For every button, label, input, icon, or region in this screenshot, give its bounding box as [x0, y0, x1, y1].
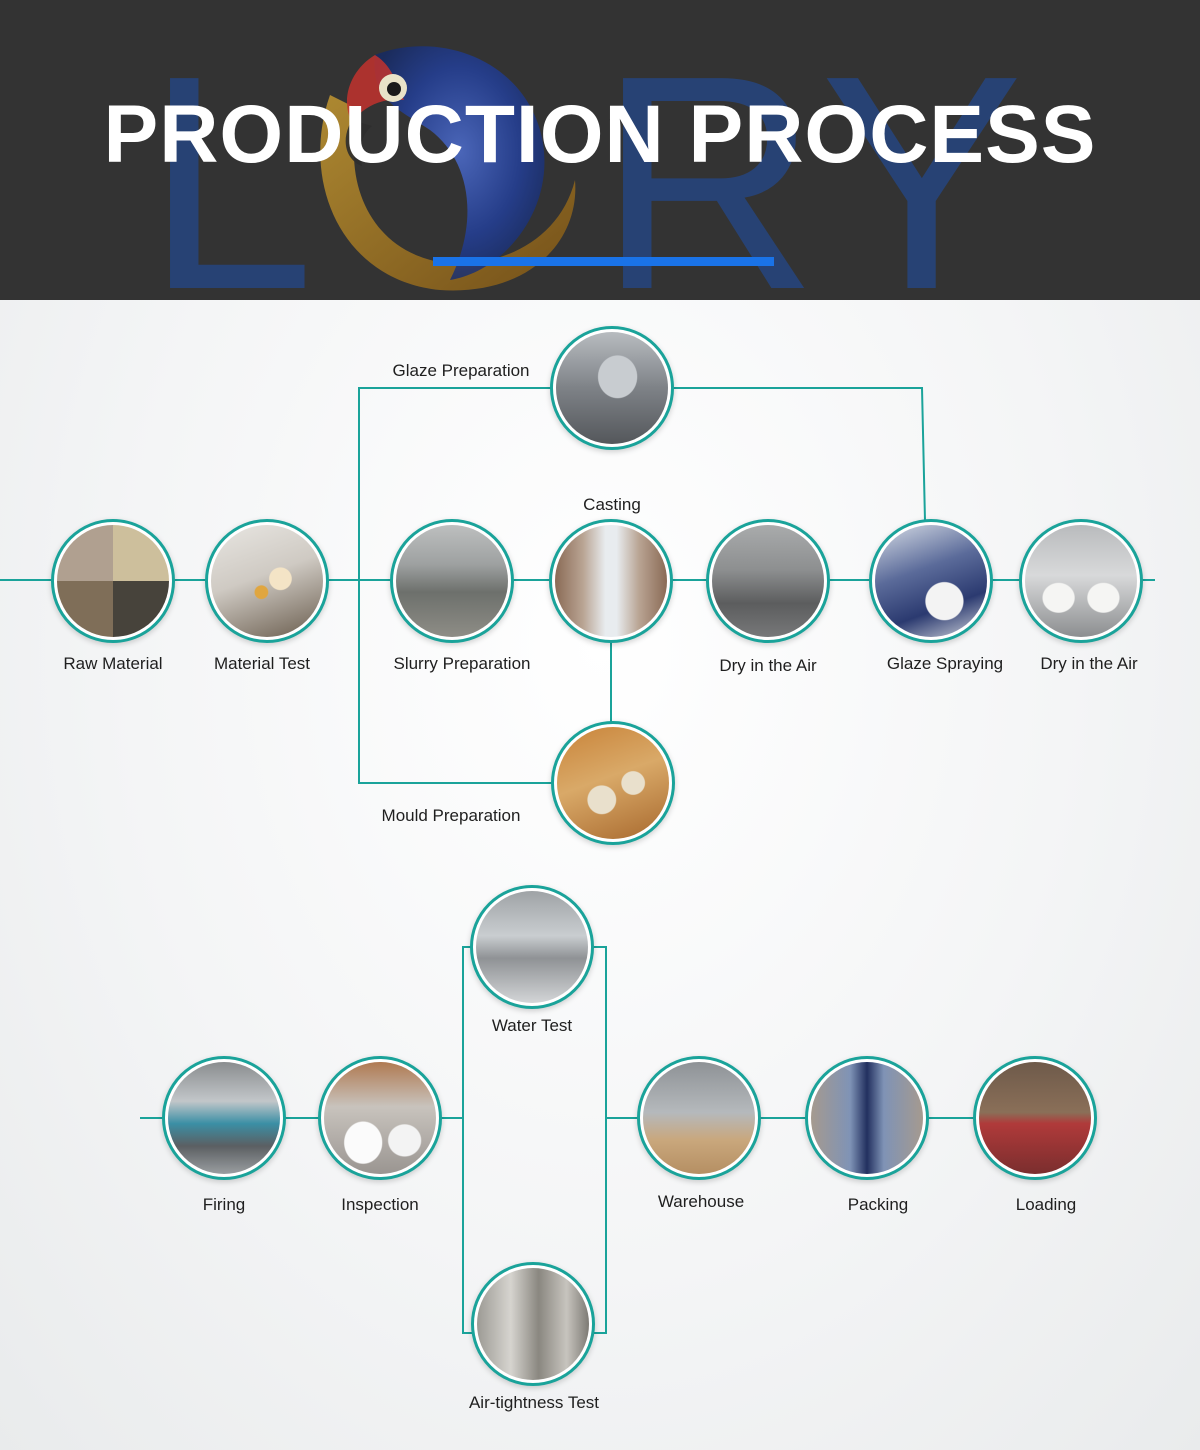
step-label-loading: Loading: [936, 1195, 1156, 1215]
step-node-mould-preparation: [551, 721, 675, 845]
plaster-moulds-photo: [557, 727, 669, 839]
step-node-material-test: [205, 519, 329, 643]
glaze-mixer-photo: [556, 332, 668, 444]
kiln-photo: [168, 1062, 280, 1174]
step-label-air-tightness-test: Air-tightness Test: [424, 1393, 644, 1413]
step-node-loading: [973, 1056, 1097, 1180]
step-node-slurry-preparation: [390, 519, 514, 643]
page-title: PRODUCTION PROCESS: [0, 88, 1200, 182]
step-node-raw-material: [51, 519, 175, 643]
header-banner: L R Y PRODUCTION PROCESS: [0, 0, 1200, 300]
step-label-water-test: Water Test: [422, 1016, 642, 1036]
factory-hall-photo: [396, 525, 508, 637]
pressure-machine-photo: [477, 1268, 589, 1380]
step-node-glaze-spraying: [869, 519, 993, 643]
step-label-dry-in-the-air-2: Dry in the Air: [979, 654, 1199, 674]
step-node-dry-in-the-air-2: [1019, 519, 1143, 643]
step-node-glaze-preparation: [550, 326, 674, 450]
step-node-water-test: [470, 885, 594, 1009]
step-label-slurry-preparation: Slurry Preparation: [352, 654, 572, 674]
production-process-diagram: Raw Material Material Test Glaze Prepara…: [0, 300, 1200, 1450]
step-label-glaze-preparation: Glaze Preparation: [351, 361, 571, 381]
inspection-basins-photo: [324, 1062, 436, 1174]
spray-robot-photo: [875, 525, 987, 637]
process-connectors: [0, 300, 1200, 1450]
raw-material-photo: [57, 525, 169, 637]
step-node-dry-in-the-air-1: [706, 519, 830, 643]
step-node-air-tightness-test: [471, 1262, 595, 1386]
step-node-packing: [805, 1056, 929, 1180]
step-node-inspection: [318, 1056, 442, 1180]
step-label-inspection: Inspection: [270, 1195, 490, 1215]
step-node-casting: [549, 519, 673, 643]
step-label-casting: Casting: [502, 495, 722, 515]
step-node-warehouse: [637, 1056, 761, 1180]
wrapping-machine-photo: [811, 1062, 923, 1174]
lab-test-photo: [211, 525, 323, 637]
warehouse-photo: [643, 1062, 755, 1174]
title-underline: [433, 257, 774, 266]
casting-line-photo: [555, 525, 667, 637]
container-loading-photo: [979, 1062, 1091, 1174]
drying-rack-photo: [712, 525, 824, 637]
toilet-rows-photo: [1025, 525, 1137, 637]
step-label-mould-preparation: Mould Preparation: [341, 806, 561, 826]
water-test-line-photo: [476, 891, 588, 1003]
step-node-firing: [162, 1056, 286, 1180]
step-label-material-test: Material Test: [152, 654, 372, 674]
